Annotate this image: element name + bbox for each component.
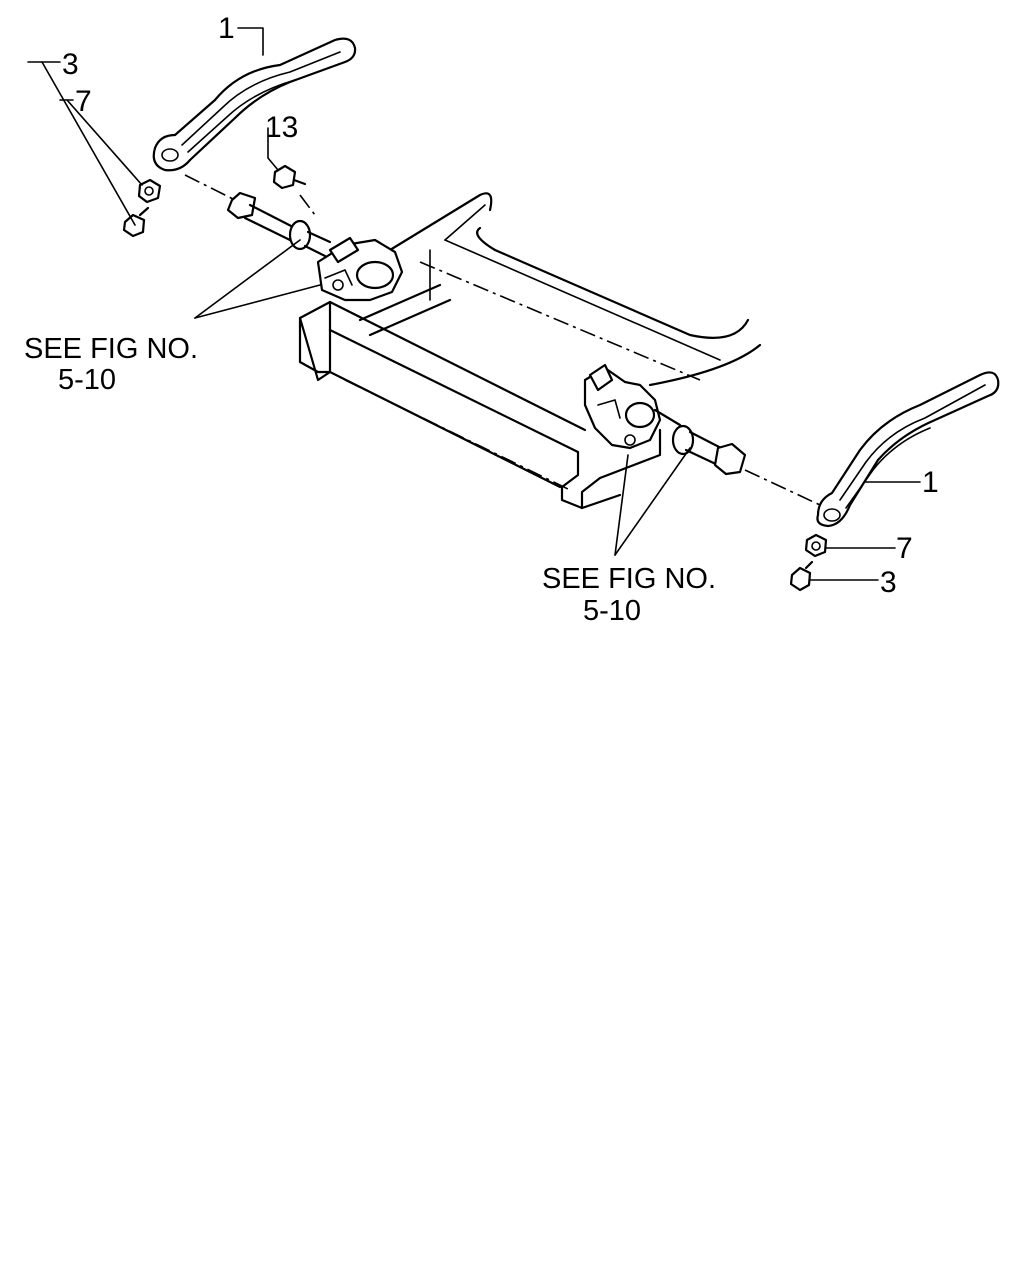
callout-part-7-right: 7: [896, 532, 913, 565]
callout-part-7-left: 7: [75, 85, 92, 118]
right-torsion-shaft: [653, 408, 821, 506]
right-arm: [816, 371, 1000, 528]
left-torsion-shaft: [226, 191, 332, 258]
callout-part-3-right: 3: [880, 566, 897, 599]
see-fig-right-line2: 5-10: [583, 595, 641, 627]
see-fig-left-line1: SEE FIG NO.: [24, 333, 198, 365]
left-arm: [152, 37, 357, 201]
see-fig-left-line2: 5-10: [58, 364, 116, 396]
right-bracket: [583, 363, 662, 450]
callout-part-3-left: 3: [62, 48, 79, 81]
callout-part-13: 13: [265, 111, 298, 144]
see-fig-right-line1: SEE FIG NO.: [542, 563, 716, 595]
left-bracket: [316, 236, 404, 302]
left-nut-7: [137, 178, 162, 204]
right-bolt-3: [789, 560, 814, 592]
callout-part-1-left: 1: [218, 12, 235, 45]
leader-lines: [27, 27, 921, 581]
right-nut-7: [804, 533, 828, 558]
callout-part-1-right: 1: [922, 466, 939, 499]
left-bolt-3: [122, 206, 150, 238]
frame-crossmember: [298, 192, 762, 510]
part-13-fitting: [272, 164, 316, 216]
